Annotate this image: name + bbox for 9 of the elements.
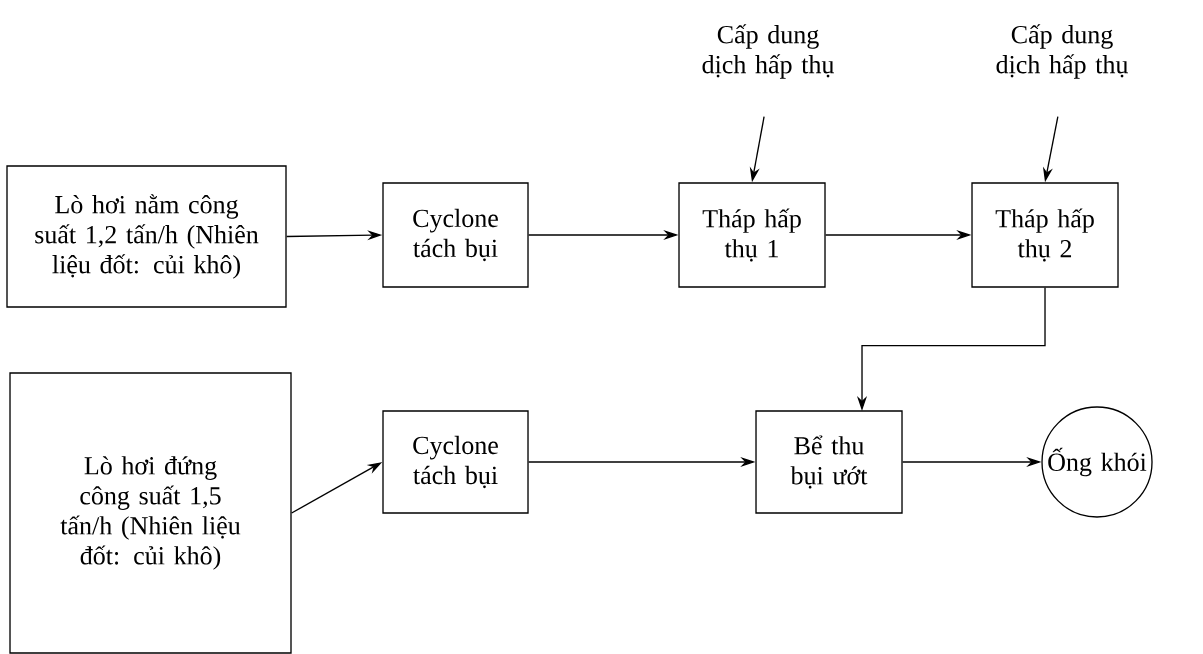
process-box: Lò hơi nằm công suất 1,2 tấn/h (Nhiên liệu đốt: củi khô)	[6, 165, 287, 308]
process-box: Cyclone tách bụi	[382, 182, 529, 288]
process-box: Lò hơi đứng công suất 1,5 tấn/h (Nhiên liệu đốt: củi khô)	[9, 372, 292, 654]
process-box: Tháp hấp thụ 2	[971, 182, 1119, 288]
input-label: Cấp dung dịch hấp thụ	[996, 24, 1128, 79]
process-box: Tháp hấp thụ 1	[678, 182, 826, 288]
input-label: Cấp dung dịch hấp thụ	[702, 24, 834, 79]
process-box: Bể thu bụi ướt	[755, 410, 903, 514]
process-box: Cyclone tách bụi	[382, 410, 529, 514]
